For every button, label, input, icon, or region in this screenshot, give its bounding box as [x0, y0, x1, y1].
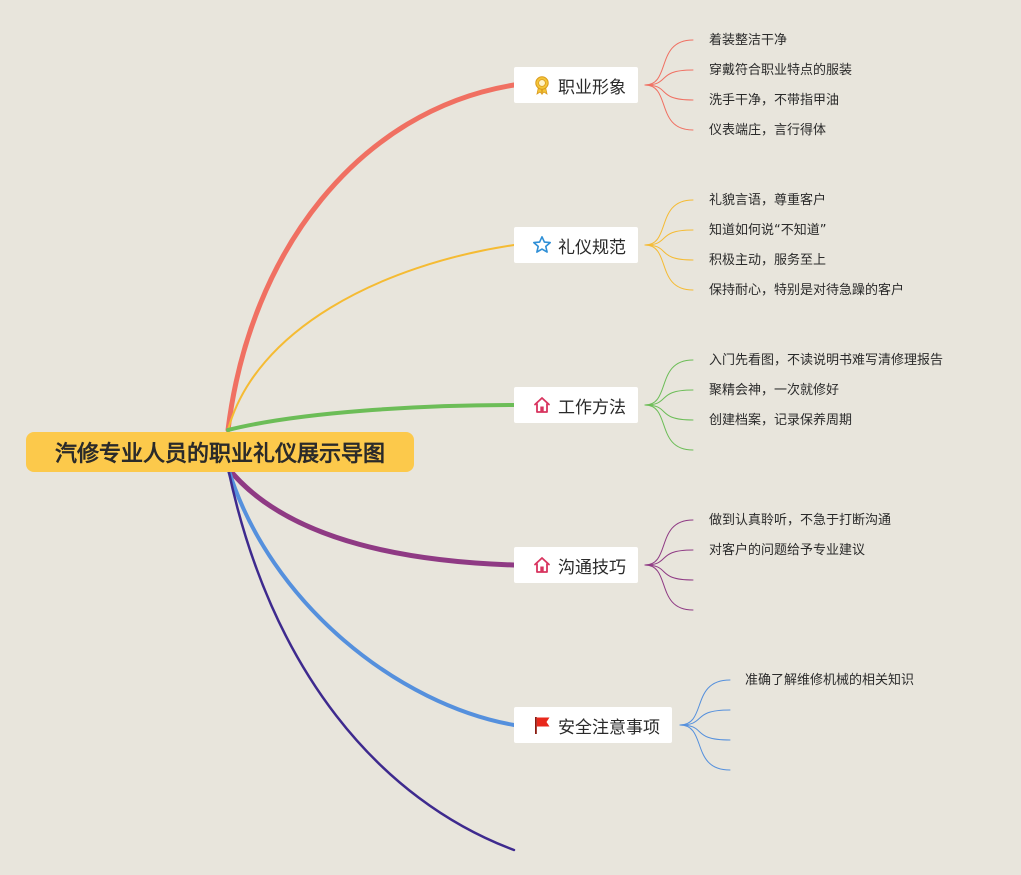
branch-topic-label: 安全注意事项 — [558, 717, 660, 738]
leaf-topic[interactable]: 洗手干净，不带指甲油 — [709, 93, 840, 108]
leaf-connector — [644, 389, 694, 406]
leaf-connector — [644, 229, 694, 246]
leaf-connector — [644, 39, 694, 86]
leaf-connector — [644, 564, 694, 611]
leaf-connector — [644, 519, 694, 566]
leaf-connector — [644, 244, 694, 291]
branch-topic-label: 礼仪规范 — [558, 237, 626, 258]
leaf-connector — [679, 724, 731, 771]
leaf-topic[interactable]: 穿戴符合职业特点的服装 — [709, 63, 853, 78]
leaf-topic[interactable]: 知道如何说“不知道” — [709, 223, 827, 238]
leaf-connector — [644, 244, 694, 261]
branch-topic-safety-notes[interactable]: 安全注意事项 — [514, 707, 672, 743]
branch-topic-etiquette-norms[interactable]: 礼仪规范 — [514, 227, 638, 263]
branch-connector — [226, 466, 516, 852]
leaf-topic[interactable]: 做到认真聆听，不急于打断沟通 — [709, 513, 892, 528]
branch-topic-communication-skills[interactable]: 沟通技巧 — [514, 547, 638, 583]
branch-topic-label: 工作方法 — [558, 397, 626, 418]
branch-connector — [227, 244, 515, 431]
leaf-topic[interactable]: 入门先看图，不读说明书难写清修理报告 — [709, 353, 944, 368]
leaf-connector — [644, 199, 694, 246]
leaf-connector — [679, 709, 731, 726]
leaf-connector — [644, 564, 694, 581]
leaf-topic[interactable]: 礼貌言语，尊重客户 — [709, 193, 827, 208]
leaf-topic[interactable]: 着装整洁干净 — [709, 33, 788, 48]
leaf-connector — [644, 359, 694, 406]
leaf-topic[interactable]: 对客户的问题给予专业建议 — [709, 543, 866, 558]
award-ribbon-icon — [532, 75, 552, 95]
leaf-connector — [644, 84, 694, 101]
leaf-connector — [644, 404, 694, 421]
branch-connector — [225, 465, 517, 568]
branch-topic-label: 沟通技巧 — [558, 557, 626, 578]
leaf-topic[interactable]: 创建档案，记录保养周期 — [709, 413, 853, 428]
leaf-connector — [644, 84, 694, 131]
branch-connector — [225, 82, 517, 433]
leaf-topic[interactable]: 聚精会神，一次就修好 — [709, 383, 840, 398]
leaf-topic[interactable]: 积极主动，服务至上 — [709, 253, 827, 268]
leaf-connector — [644, 549, 694, 566]
leaf-topic[interactable]: 保持耐心，特别是对待急躁的客户 — [709, 283, 905, 298]
star-outline-icon — [532, 235, 552, 255]
root-topic[interactable]: 汽修专业人员的职业礼仪展示导图 — [26, 432, 414, 472]
root-topic-label: 汽修专业人员的职业礼仪展示导图 — [54, 442, 385, 467]
branch-topic-professional-image[interactable]: 职业形象 — [514, 67, 638, 103]
leaf-connector — [644, 404, 694, 451]
branch-connector — [226, 403, 516, 432]
leaf-connector — [679, 724, 731, 741]
leaf-connector — [644, 69, 694, 86]
house-icon — [532, 555, 552, 575]
leaf-topic[interactable]: 仪表端庄，言行得体 — [709, 123, 827, 138]
branch-topic-label: 职业形象 — [558, 77, 626, 98]
leaf-topic[interactable]: 准确了解维修机械的相关知识 — [745, 673, 915, 688]
branch-topic-work-methods[interactable]: 工作方法 — [514, 387, 638, 423]
leaf-connector — [679, 679, 731, 726]
branch-connector — [226, 466, 516, 727]
house-icon — [532, 395, 552, 415]
red-flag-icon — [532, 715, 552, 735]
